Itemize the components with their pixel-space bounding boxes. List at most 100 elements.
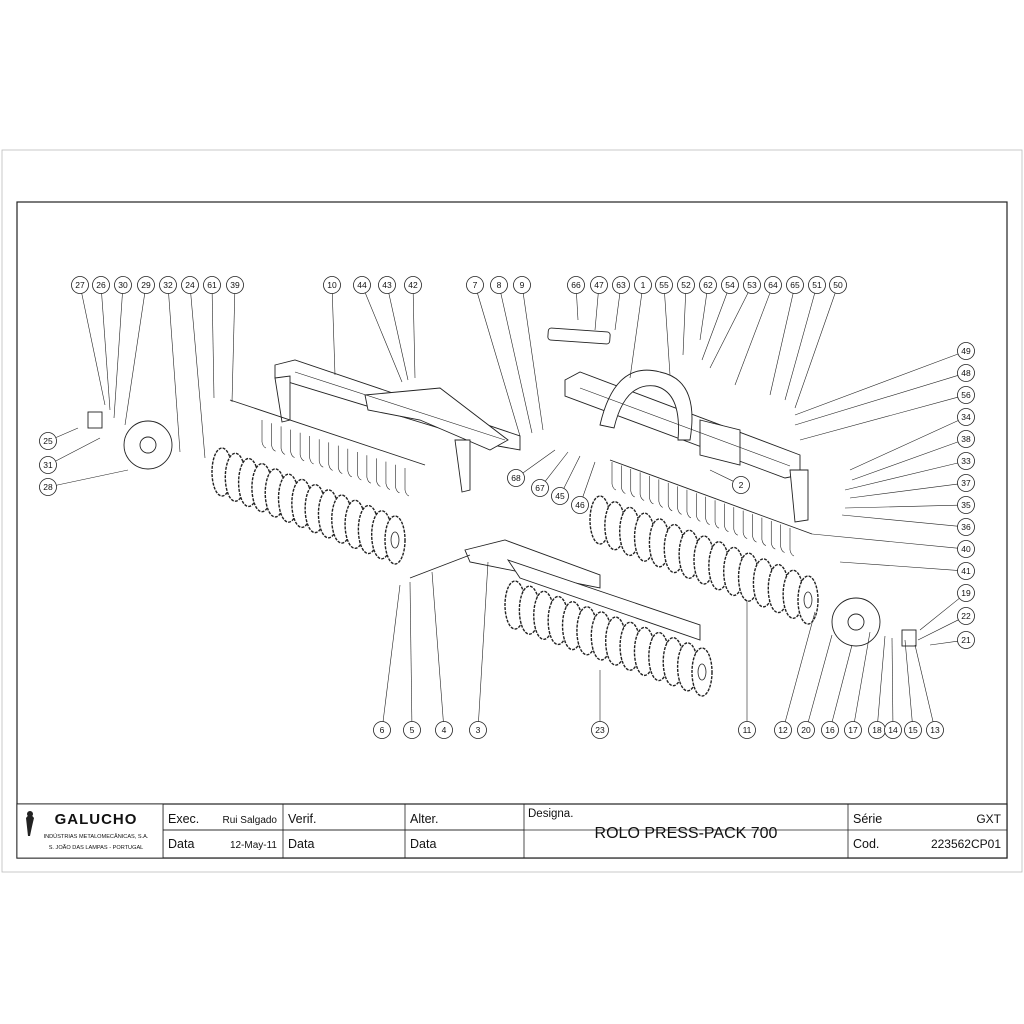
callout-leader xyxy=(929,640,958,646)
callout-number: 19 xyxy=(961,588,971,598)
callout-leader xyxy=(877,635,886,722)
callout-balloon-68: 68 xyxy=(507,469,525,487)
callout-balloon-12: 12 xyxy=(774,721,792,739)
callout-leader xyxy=(769,293,794,396)
tine xyxy=(347,448,352,478)
callout-number: 68 xyxy=(511,473,521,483)
callout-balloon-25: 25 xyxy=(39,432,57,450)
callout-number: 53 xyxy=(747,280,757,290)
callout-leader xyxy=(101,293,111,411)
tine xyxy=(611,462,617,491)
tine xyxy=(376,458,381,487)
callout-balloon-45: 45 xyxy=(551,487,569,505)
callout-balloon-39: 39 xyxy=(226,276,244,294)
tine xyxy=(677,486,682,515)
callout-balloon-53: 53 xyxy=(743,276,761,294)
tine xyxy=(780,524,785,553)
company-line-2: S. JOÃO DAS LAMPAS - PORTUGAL xyxy=(49,844,144,851)
callout-leader xyxy=(917,619,959,641)
callout-balloon-61: 61 xyxy=(203,276,221,294)
callout-leader xyxy=(81,293,106,406)
callout-leader xyxy=(734,292,771,386)
callout-leader xyxy=(477,293,521,437)
company-logo-emblem xyxy=(26,811,34,836)
callout-number: 61 xyxy=(207,280,217,290)
callout-number: 13 xyxy=(930,725,940,735)
callout-leader xyxy=(701,292,728,361)
callout-balloon-28: 28 xyxy=(39,478,57,496)
callout-leader xyxy=(794,375,958,426)
roller-hub xyxy=(390,531,400,549)
tine xyxy=(366,455,371,484)
callout-leader xyxy=(811,533,958,549)
callout-number: 4 xyxy=(442,725,447,735)
cod-value: 223562CP01 xyxy=(931,837,1001,851)
tine xyxy=(299,432,305,462)
tine xyxy=(686,489,692,519)
tine xyxy=(357,452,362,481)
tine xyxy=(404,468,410,497)
serie-label: Série xyxy=(853,812,882,826)
sheet-outer-border xyxy=(1,149,1023,873)
callout-number: 25 xyxy=(43,436,53,446)
callout-number: 7 xyxy=(473,280,478,290)
callout-leader xyxy=(709,292,749,369)
cod-label: Cod. xyxy=(853,837,879,851)
callout-leader xyxy=(331,293,336,376)
callout-balloon-62: 62 xyxy=(699,276,717,294)
callout-leader xyxy=(709,469,734,482)
tines-right xyxy=(611,462,795,557)
callout-number: 15 xyxy=(908,725,918,735)
callout-balloon-3: 3 xyxy=(469,721,487,739)
tine xyxy=(261,420,267,449)
tine xyxy=(290,429,295,458)
callout-balloon-33: 33 xyxy=(957,452,975,470)
tine xyxy=(630,468,635,498)
callout-number: 45 xyxy=(555,491,565,501)
callout-balloon-42: 42 xyxy=(404,276,422,294)
callout-leader xyxy=(113,293,123,419)
callout-number: 11 xyxy=(743,725,752,735)
callout-balloon-1: 1 xyxy=(634,276,652,294)
callout-balloon-10: 10 xyxy=(323,276,341,294)
callout-leader xyxy=(794,353,959,416)
callout-leader xyxy=(699,293,708,341)
callout-leader xyxy=(784,293,816,401)
callout-number: 54 xyxy=(725,280,735,290)
callout-number: 31 xyxy=(43,460,53,470)
callout-number: 23 xyxy=(595,725,605,735)
callout-leader xyxy=(500,293,533,434)
callout-balloon-16: 16 xyxy=(821,721,839,739)
callout-leader xyxy=(891,637,894,722)
callout-number: 20 xyxy=(801,725,811,735)
callout-number: 22 xyxy=(961,611,971,621)
callout-balloon-36: 36 xyxy=(957,518,975,536)
callout-number: 8 xyxy=(497,280,502,290)
callout-number: 6 xyxy=(380,725,385,735)
callout-balloon-5: 5 xyxy=(403,721,421,739)
callout-number: 12 xyxy=(778,725,788,735)
callout-balloon-54: 54 xyxy=(721,276,739,294)
hydraulic-cylinder xyxy=(547,327,611,345)
callout-leader xyxy=(522,293,544,431)
right-frame xyxy=(564,369,809,523)
callout-balloon-19: 19 xyxy=(957,584,975,602)
tine xyxy=(309,436,314,465)
callout-leader xyxy=(124,293,146,426)
callout-number: 43 xyxy=(382,280,392,290)
callout-number: 48 xyxy=(961,368,971,378)
callout-balloon-47: 47 xyxy=(590,276,608,294)
callout-number: 40 xyxy=(961,544,971,554)
callout-leader xyxy=(849,483,958,499)
callout-balloon-29: 29 xyxy=(137,276,155,294)
callout-leader xyxy=(831,644,853,722)
tine xyxy=(328,442,333,471)
callout-number: 46 xyxy=(575,500,585,510)
callout-balloon-67: 67 xyxy=(531,479,549,497)
callout-number: 55 xyxy=(659,280,669,290)
callout-balloon-11: 11 xyxy=(738,721,756,739)
callout-number: 17 xyxy=(848,725,858,735)
callout-balloon-22: 22 xyxy=(957,607,975,625)
callout-number: 50 xyxy=(833,280,843,290)
callout-leader xyxy=(664,293,671,376)
